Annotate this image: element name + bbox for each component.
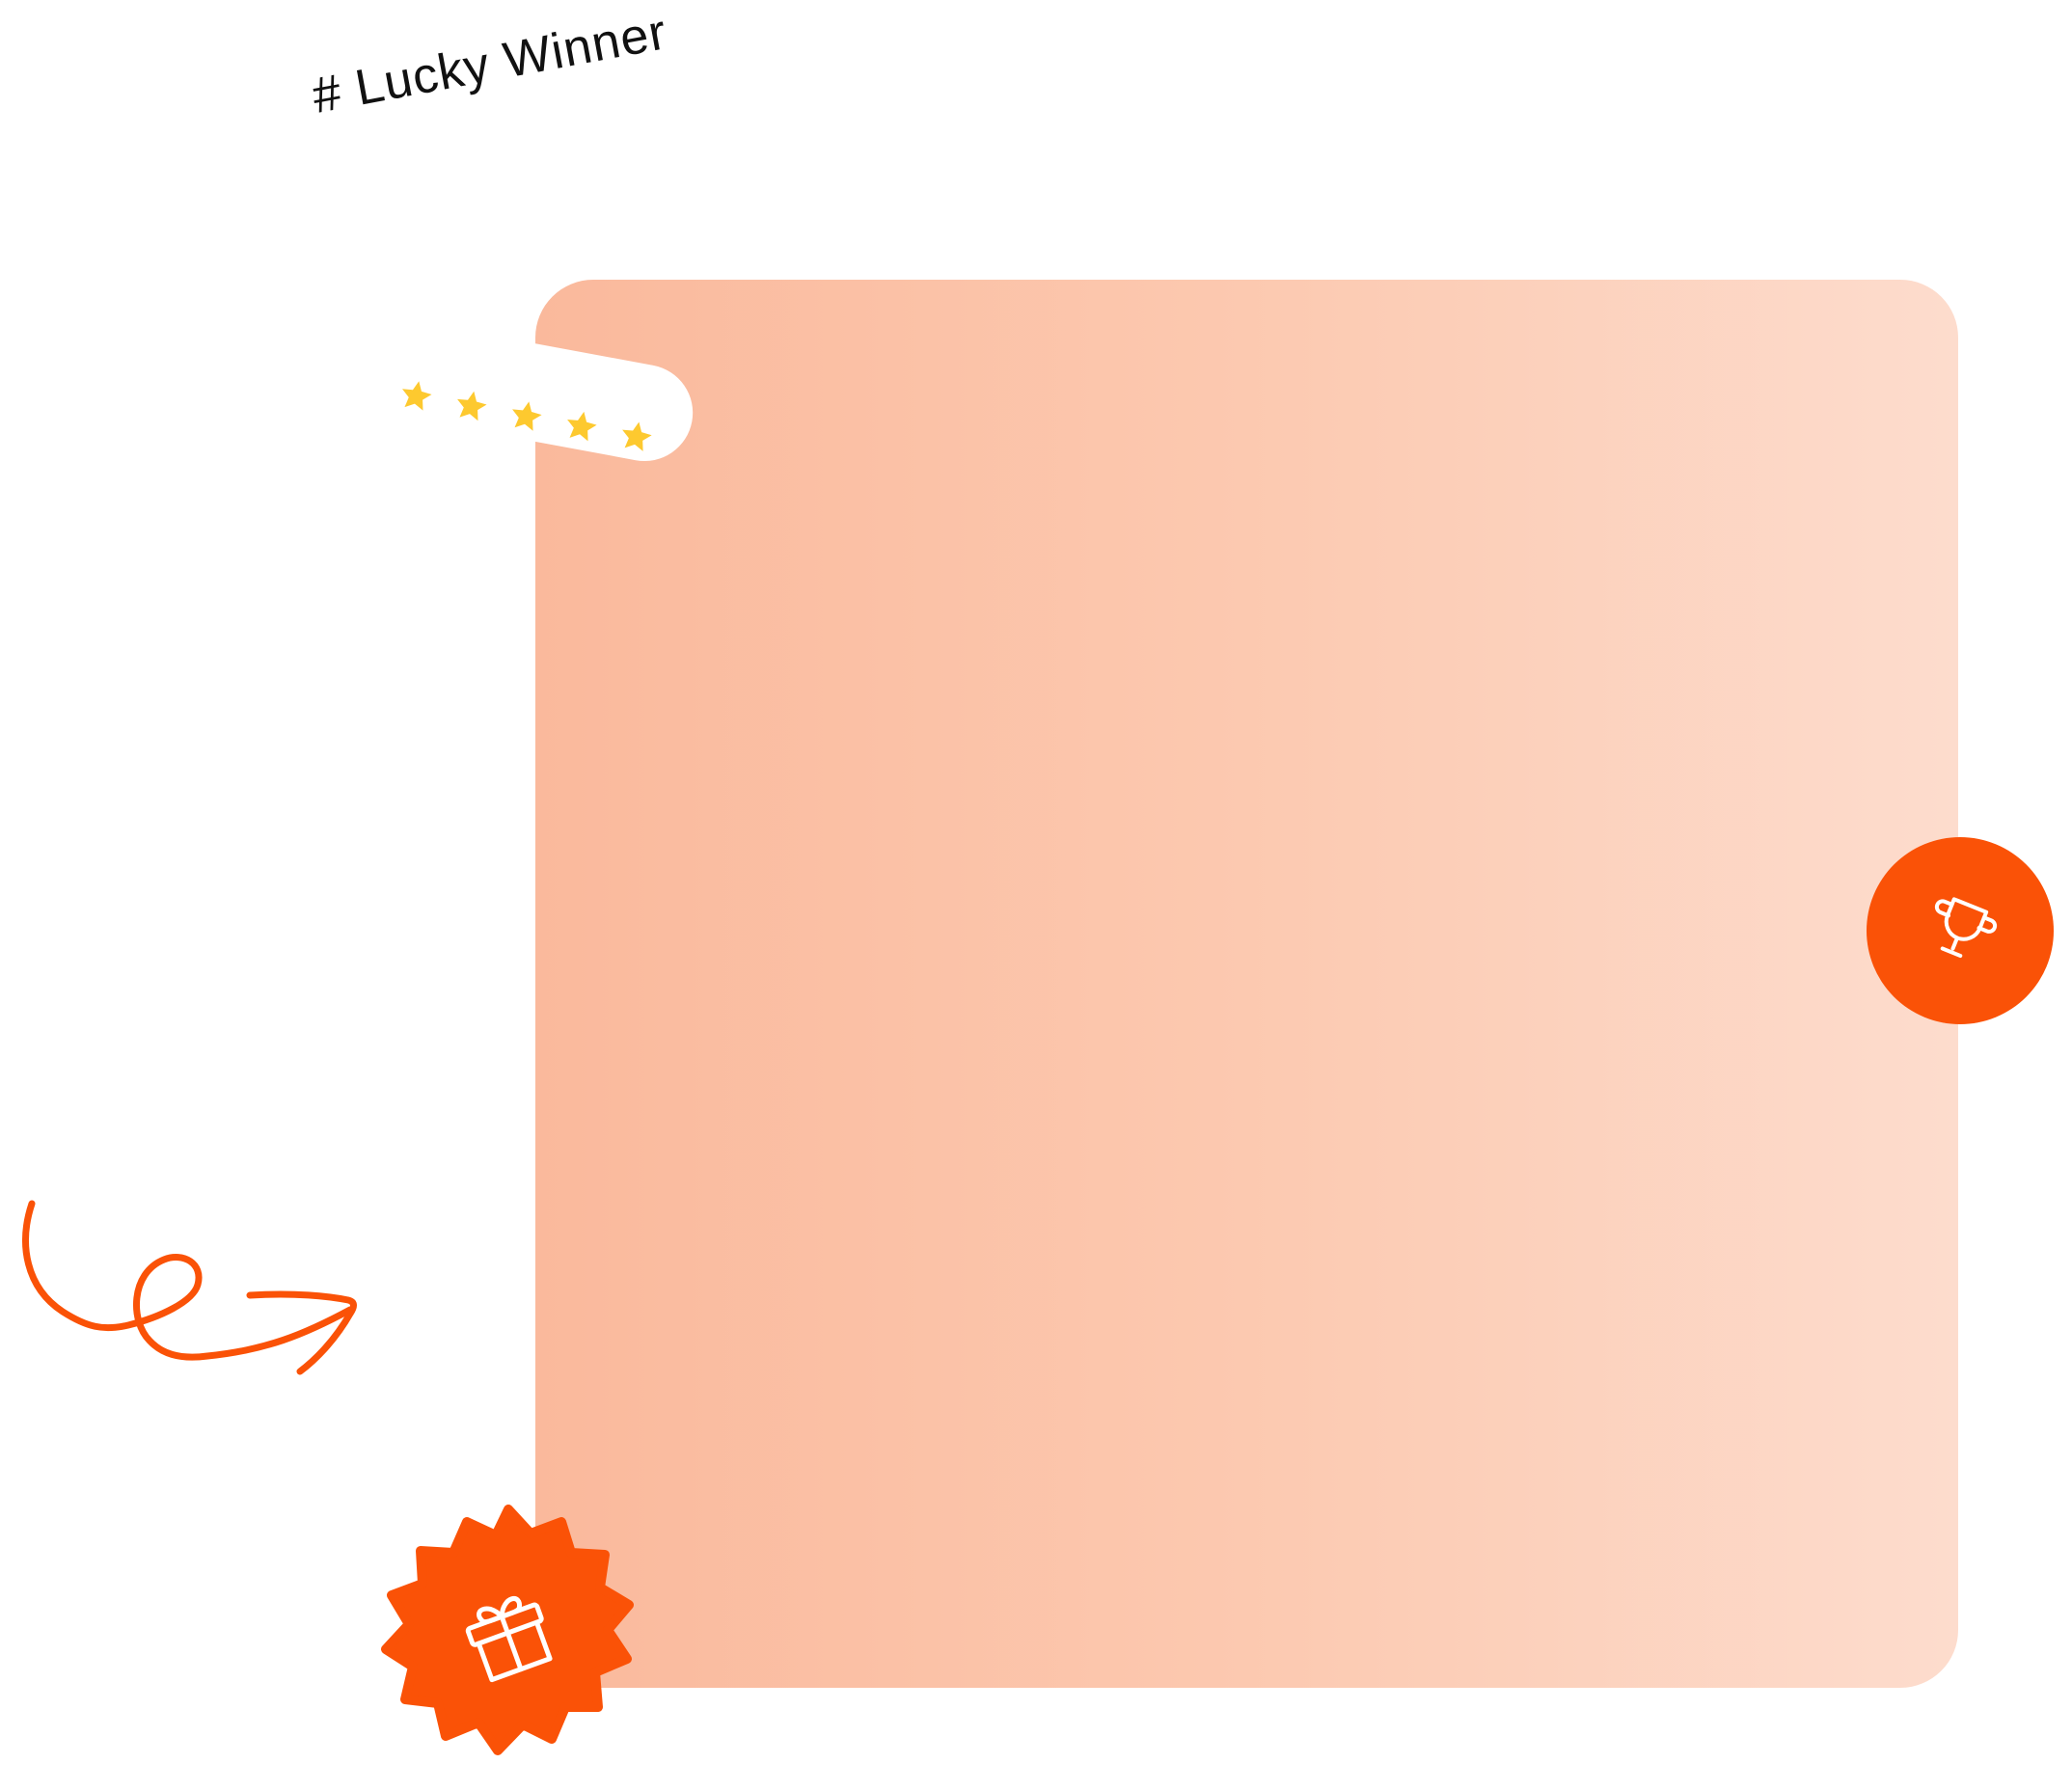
swirl-arrow-icon bbox=[22, 1200, 357, 1375]
trophy-icon bbox=[1934, 897, 1998, 958]
trophy-badge bbox=[1867, 837, 2054, 1024]
star-icon bbox=[512, 401, 542, 431]
star-icon bbox=[567, 411, 597, 442]
gift-badge bbox=[381, 1505, 634, 1755]
star-icon bbox=[457, 391, 487, 421]
star-icon bbox=[622, 421, 652, 451]
gift-icon bbox=[465, 1596, 553, 1683]
star-rating bbox=[391, 355, 670, 480]
hero-image-panel bbox=[535, 280, 1958, 1688]
star-icon bbox=[402, 381, 432, 411]
lucky-winner-tag: # Lucky Winner bbox=[308, 4, 671, 125]
